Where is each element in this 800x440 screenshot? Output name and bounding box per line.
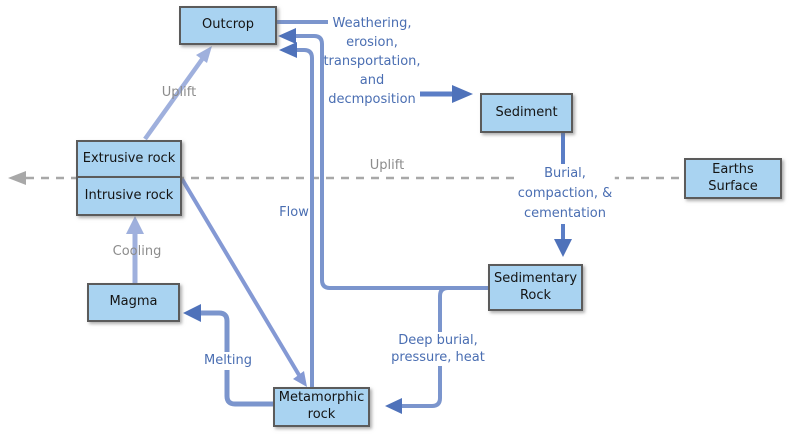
label-flow: Flow [279, 205, 309, 220]
node-sediment: Sediment [480, 93, 573, 133]
label-cooling: Cooling [112, 244, 162, 259]
igneous-to-metamorphic-shaft [180, 177, 301, 377]
melting-arrowhead-icon [183, 304, 201, 322]
metamorphic-to-outcrop-flow-arrow [279, 42, 314, 388]
deep-burial-arrowhead-icon [385, 398, 402, 414]
label-melting: Melting [200, 352, 256, 370]
extrusive-to-outcrop-uplift-arrow [143, 46, 212, 141]
uplift-diagonal-shaft [143, 56, 205, 141]
burial-to-sedimentary-arrowhead-icon [554, 239, 572, 257]
label-burial-compaction: Burial, compaction, & cementation [514, 164, 616, 224]
weathering-to-sediment-arrow [420, 85, 473, 103]
igneous-to-metamorphic-arrow [180, 177, 307, 387]
node-metamorphic-rock: Metamorphic rock [273, 387, 370, 427]
node-sedimentary-rock: Sedimentary Rock [488, 264, 583, 311]
dashed-line-left-arrowhead-icon [8, 171, 26, 185]
weathering-to-sediment-arrowhead-icon [452, 85, 473, 103]
label-uplift-left: Uplift [161, 85, 197, 100]
label-deep-burial: Deep burial, pressure, heat [388, 332, 488, 366]
sedimentary-to-outcrop-uplift-arrow [278, 28, 488, 290]
node-outcrop: Outcrop [179, 6, 277, 45]
metamorphic-to-outcrop-path [296, 48, 314, 388]
label-weathering-erosion: Weathering, erosion, transportation, and… [323, 16, 421, 107]
uplift-diagonal-arrowhead-icon [196, 46, 212, 63]
node-extrusive-rock: Extrusive rock [76, 140, 182, 178]
label-uplift-middle: Uplift [369, 158, 405, 173]
magma-to-intrusive-cooling-arrow [126, 216, 144, 283]
burial-to-sedimentary-arrow [554, 221, 572, 257]
sedimentary-to-outcrop-arrowhead-icon [278, 28, 296, 44]
node-magma: Magma [87, 283, 180, 322]
metamorphic-to-outcrop-arrowhead-icon [279, 42, 297, 58]
node-earths-surface: Earths Surface [684, 158, 782, 199]
igneous-to-metamorphic-arrowhead-icon [293, 371, 307, 387]
node-intrusive-rock: Intrusive rock [76, 176, 182, 216]
sedimentary-to-outcrop-path [294, 34, 488, 290]
cooling-arrowhead-icon [126, 216, 144, 234]
